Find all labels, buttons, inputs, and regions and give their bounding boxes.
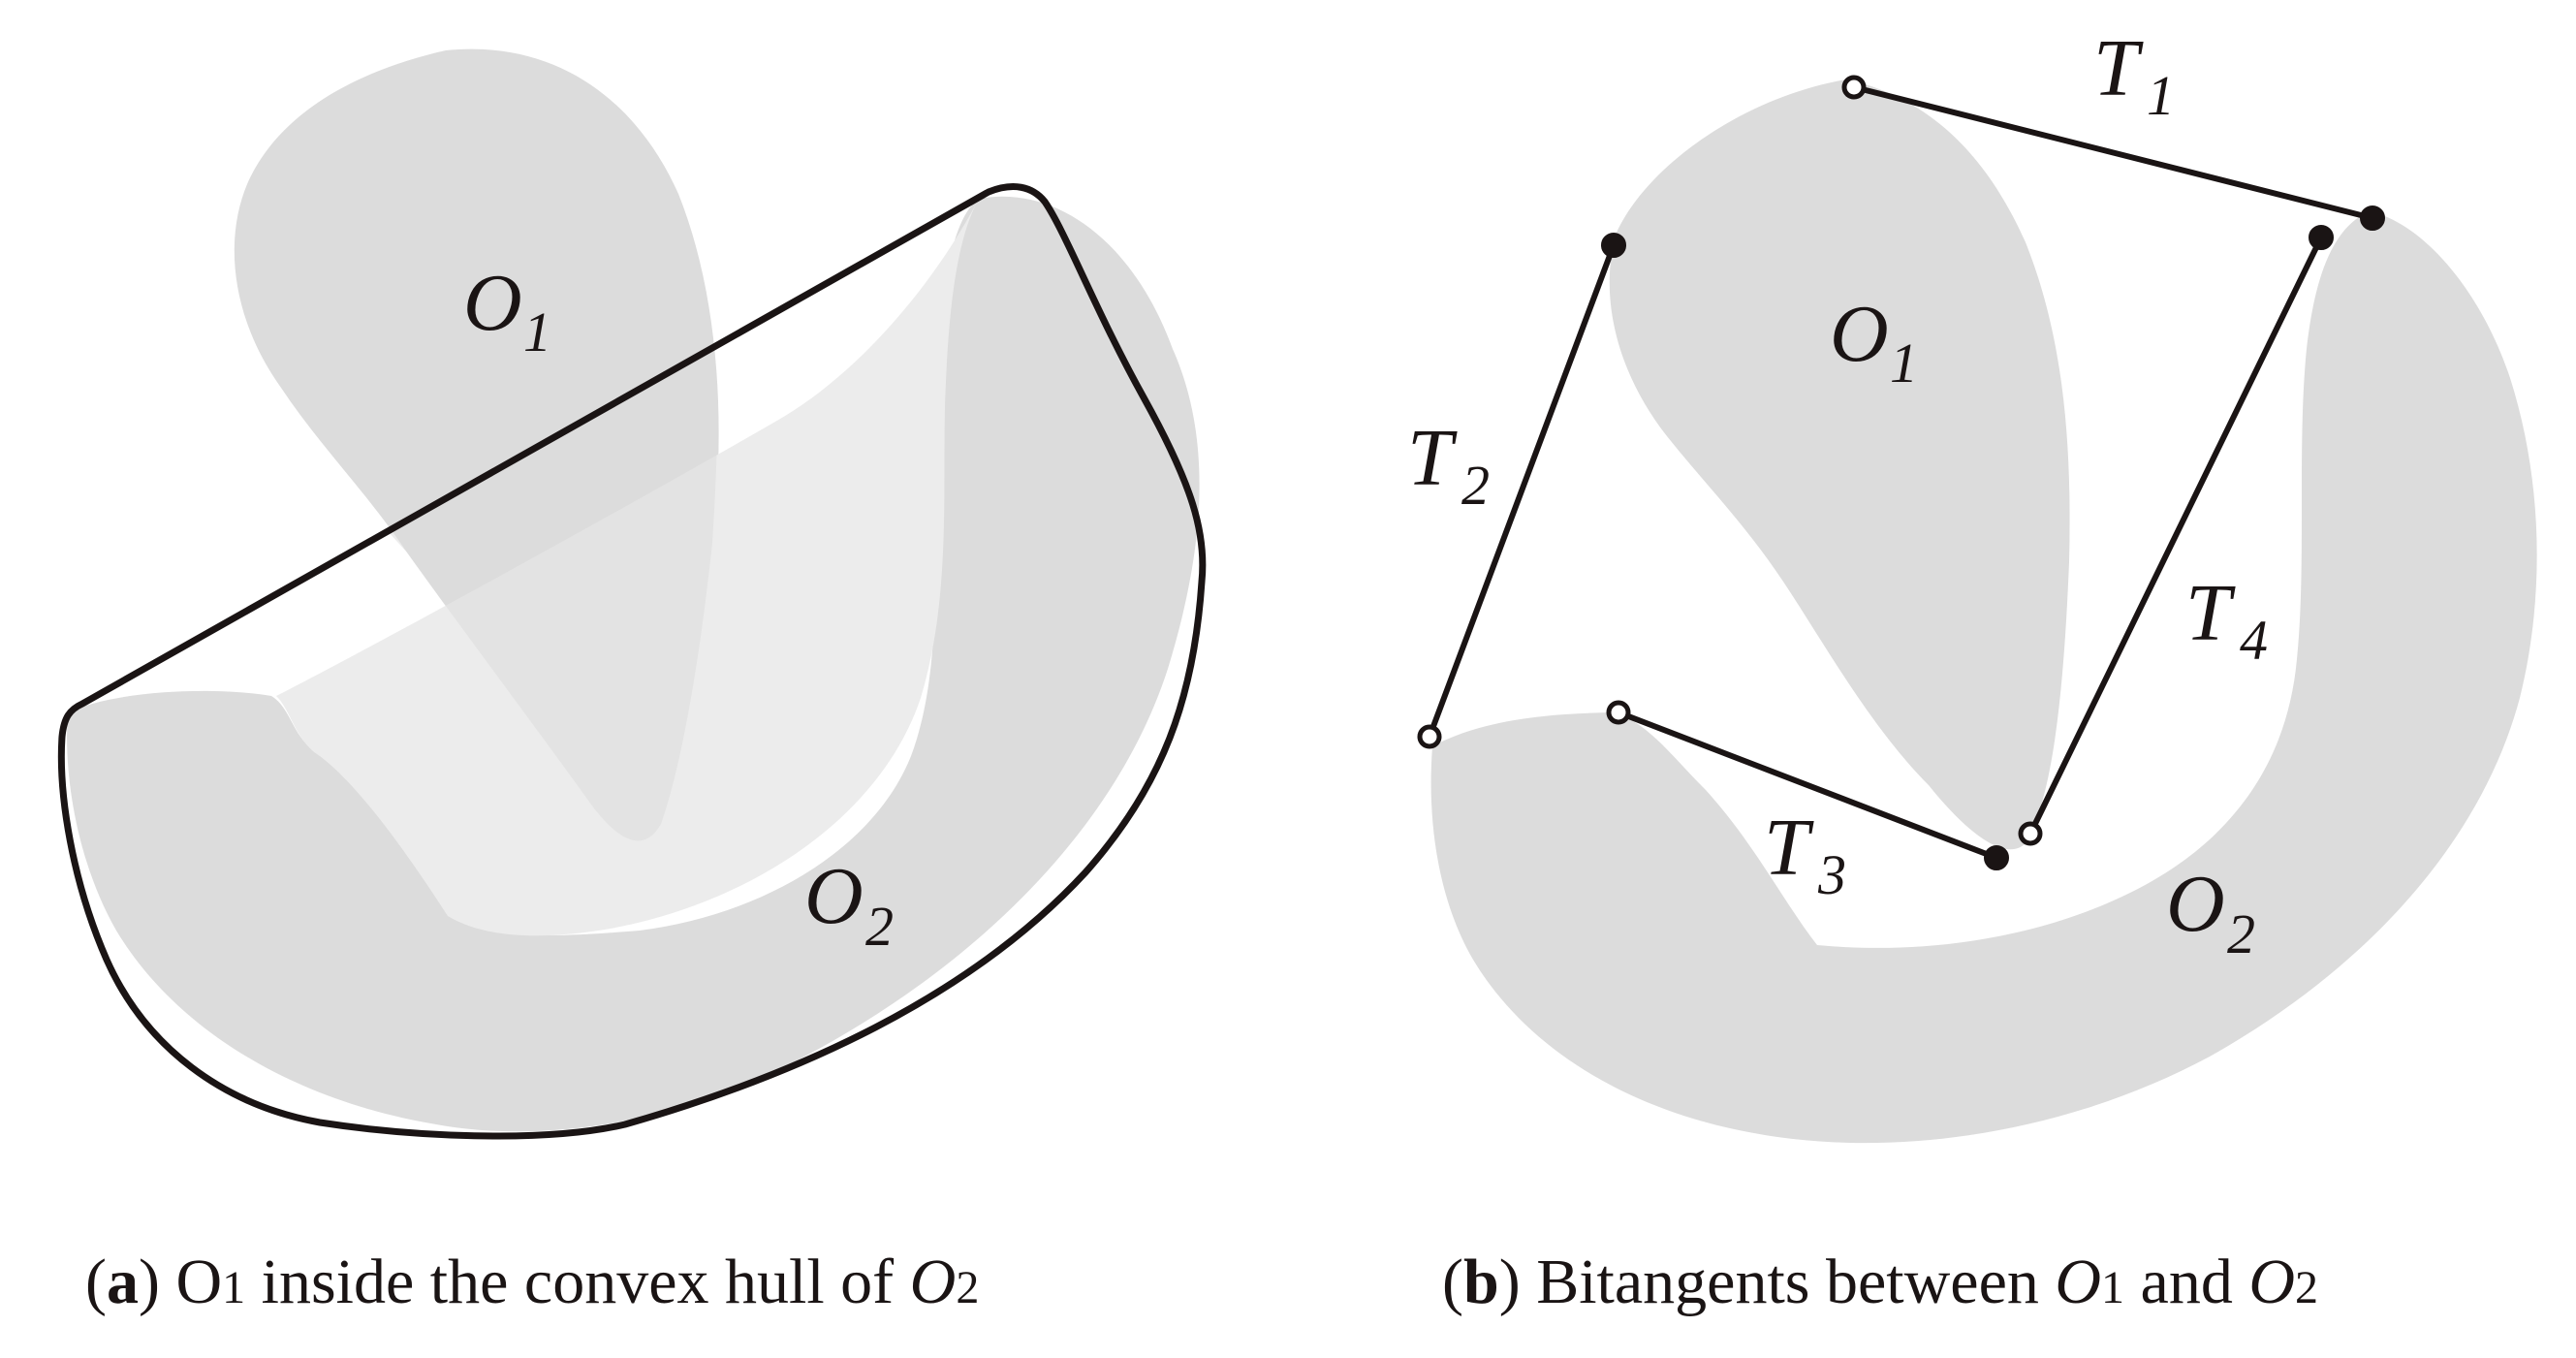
caption-panel-b: (b) Bitangents between O1 and O2: [1442, 1250, 2318, 1314]
label-t2-subscript: 2: [1461, 454, 1490, 517]
caption-a-open-paren: (: [85, 1247, 107, 1317]
label-o2-a: O: [804, 851, 864, 941]
bitangent-t2: [1427, 242, 1617, 740]
caption-b-close-paren: ): [1498, 1247, 1521, 1317]
tangent-point-t3-o1: [1984, 845, 2009, 870]
label-t2: T: [1407, 413, 1458, 503]
label-o1-b-subscript: 1: [1890, 332, 1918, 395]
tangent-point-t1-o1: [1841, 75, 1867, 100]
object-o2-shape-b: [1430, 211, 2537, 1144]
tangent-point-t3-o2: [1606, 700, 1631, 725]
object-o1-shape-b: [1609, 79, 2070, 850]
caption-a-sub-1: 1: [222, 1262, 246, 1313]
label-t4: T: [2185, 568, 2236, 658]
object-o2-shape-a: [67, 196, 1200, 1132]
object-o1-overlap-a: [388, 359, 718, 841]
tangent-point-t2-o1: [1601, 233, 1626, 258]
label-t1-subscript: 1: [2147, 64, 2175, 127]
panel-a: O 1 O 2: [57, 48, 1207, 1140]
caption-a-sub-2: 2: [956, 1262, 980, 1313]
label-t1: T: [2093, 23, 2144, 113]
caption-b-text-2: and: [2124, 1247, 2249, 1317]
label-t4-subscript: 4: [2240, 609, 2268, 672]
label-t3-subscript: 3: [1817, 843, 1846, 906]
tangent-point-t4-o2: [2309, 225, 2334, 250]
bitangent-t1: [1851, 84, 2375, 221]
caption-a-tag: a: [106, 1247, 139, 1317]
bitangent-t4: [2027, 235, 2324, 837]
panel-b: O 1 O 2 T 1 T 2 T 3 T 4: [1407, 23, 2537, 1144]
caption-b-tag: b: [1462, 1247, 1499, 1317]
label-o1-a-subscript: 1: [523, 300, 551, 363]
caption-b-sub-1: 1: [2101, 1262, 2125, 1313]
caption-b-text-1: Bitangents between: [1520, 1247, 2056, 1317]
label-o2-a-subscript: 2: [865, 895, 894, 958]
caption-b-object-1: O: [2055, 1247, 2102, 1317]
caption-panel-a: (a) O1 inside the convex hull of O2: [85, 1250, 979, 1314]
label-o2-b-subscript: 2: [2227, 902, 2255, 965]
tangent-point-t1-o2: [2360, 205, 2385, 231]
caption-b-object-2: O: [2248, 1247, 2296, 1317]
label-o1-b: O: [1830, 289, 1889, 379]
caption-b-open-paren: (: [1442, 1247, 1463, 1317]
tangent-point-t4-o1: [2018, 821, 2043, 846]
label-o1-a: O: [463, 258, 522, 348]
tangent-point-t2-o2: [1417, 724, 1442, 749]
label-t3: T: [1764, 803, 1814, 893]
caption-b-sub-2: 2: [2295, 1262, 2319, 1313]
caption-a-close-paren: ): [138, 1247, 160, 1317]
bitangent-t3: [1616, 710, 1999, 861]
caption-a-text-1: O: [159, 1247, 223, 1317]
convex-hull-outline: [57, 183, 1207, 1140]
label-o2-b: O: [2166, 859, 2225, 949]
caption-a-object-2: O: [909, 1247, 957, 1317]
caption-a-text-2: inside the convex hull of: [245, 1247, 910, 1317]
